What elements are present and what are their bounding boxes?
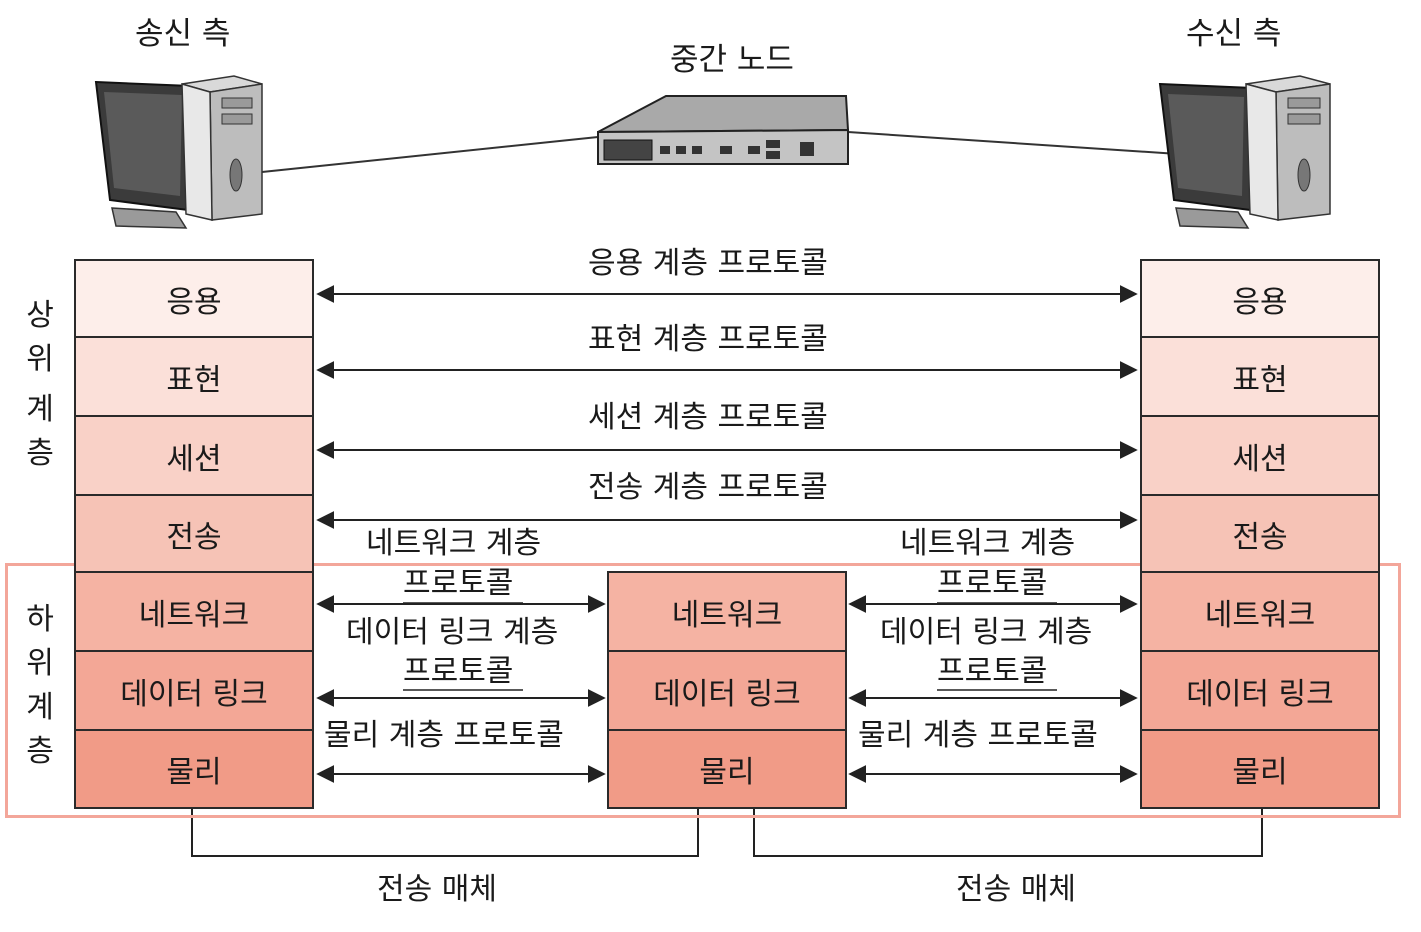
sender-layer-application: 응용 [74,259,314,338]
receiver-layer-datalink: 데이터 링크 [1140,650,1380,731]
physical-protocol-label-left: 물리 계층 프로토콜 [324,718,564,753]
receiver-layer-transport: 전송 [1140,494,1380,573]
upper-layers-group-label: 상 위 계 층 [26,298,54,471]
receiver-label: 수신 측 [1186,16,1282,52]
transport-protocol-label: 전송 계층 프로토콜 [588,470,828,505]
transmission-medium-label-left: 전송 매체 [377,872,497,907]
physical-protocol-label-right: 물리 계층 프로토콜 [858,718,1098,753]
receiver-layer-session: 세션 [1140,415,1380,496]
lower-layers-group-label: 하 위 계 층 [26,602,54,769]
network-protocol-label-left-1: 네트워크 계층 [366,526,542,561]
link-sender-to-middle [261,136,599,173]
sender-layer-network: 네트워크 [74,571,314,652]
sender-computer-icon [94,75,263,229]
datalink-protocol-label-left-2: 프로토콜 [403,654,514,689]
datalink-protocol-label-right-1: 데이터 링크 계층 [880,615,1093,650]
network-protocol-label-right-1: 네트워크 계층 [900,526,1076,561]
network-protocol-label-right-2: 프로토콜 [937,566,1048,601]
middle-node-label: 중간 노드 [670,42,794,78]
middle-layer-network: 네트워크 [607,571,847,652]
sender-layer-presentation: 표현 [74,336,314,417]
lower-layers-frame [5,563,1401,818]
transmission-medium-right [753,808,1263,857]
sender-layer-physical: 물리 [74,729,314,809]
transmission-medium-label-right: 전송 매체 [956,872,1076,907]
transmission-medium-left [191,808,699,857]
sender-layer-datalink: 데이터 링크 [74,650,314,731]
middle-layer-datalink: 데이터 링크 [607,650,847,731]
sender-layer-session: 세션 [74,415,314,496]
application-protocol-label: 응용 계층 프로토콜 [588,246,828,281]
session-protocol-label: 세션 계층 프로토콜 [588,400,828,435]
datalink-protocol-label-left-1: 데이터 링크 계층 [346,615,559,650]
presentation-protocol-label: 표현 계층 프로토콜 [588,322,828,357]
router-icon [597,95,850,165]
receiver-layer-application: 응용 [1140,259,1380,338]
receiver-computer-icon [1158,75,1331,229]
sender-layer-transport: 전송 [74,494,314,573]
network-protocol-label-left-2: 프로토콜 [403,566,514,601]
receiver-layer-physical: 물리 [1140,729,1380,809]
receiver-layer-network: 네트워크 [1140,571,1380,652]
middle-layer-physical: 물리 [607,729,847,809]
datalink-protocol-label-right-2: 프로토콜 [937,654,1048,689]
link-middle-to-receiver [847,131,1179,155]
receiver-layer-presentation: 표현 [1140,336,1380,417]
sender-label: 송신 측 [135,16,231,52]
